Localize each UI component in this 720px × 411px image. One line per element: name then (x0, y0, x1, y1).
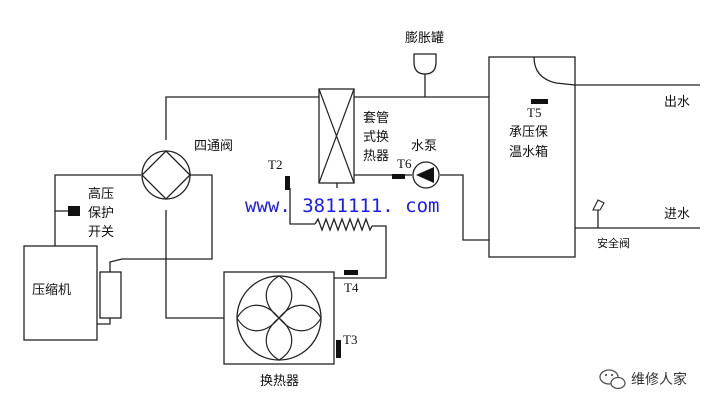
compressor-label: 压缩机 (32, 282, 71, 298)
tank-label-1: 承压保 (509, 125, 548, 140)
sensor-t5-marker (531, 99, 548, 104)
tube-exchanger-label-3: 热器 (363, 149, 389, 164)
tube-exchanger: 套管 式换 热器 (318, 88, 389, 184)
sensor-t6-label: T6 (397, 156, 412, 171)
sensor-t6-marker (392, 174, 405, 179)
brand-text: 维修人家 (631, 371, 687, 388)
sensor-t2-label: T2 (268, 157, 282, 172)
four-way-valve-label: 四通阀 (194, 139, 233, 154)
tube-exchanger-label-1: 套管 (363, 110, 389, 126)
accumulator (99, 271, 122, 319)
pipe-accumulator-to-compressor (97, 318, 111, 325)
water-pump: 水泵 (411, 139, 440, 189)
pressure-switch-label-3: 开关 (88, 225, 114, 240)
safety-valve: 安全阀 (592, 199, 630, 250)
four-way-valve: 四通阀 (141, 139, 233, 200)
sensor-t2-marker (285, 176, 290, 190)
wechat-icon (599, 369, 626, 390)
sensor-t4-marker (344, 270, 358, 275)
watermark-url: www. 3811111. com (245, 195, 439, 217)
piping (54, 74, 700, 325)
pipe-valve-to-exchanger (165, 96, 319, 140)
tube-exchanger-label-2: 式换 (363, 130, 389, 145)
pipe-to-accumulator (109, 258, 166, 272)
expansion-tank: 膨胀罐 (405, 31, 444, 75)
water-out-label: 出水 (664, 95, 690, 110)
water-pump-label: 水泵 (411, 139, 437, 154)
pipe-capillary-left (289, 188, 315, 225)
heat-exchanger-label: 换热器 (260, 374, 299, 389)
pipe-valve-to-compressor (54, 174, 141, 246)
brand: 维修人家 (599, 369, 687, 390)
pipe-pump-to-tank (440, 174, 489, 241)
fin-heat-exchanger: 换热器 (223, 271, 335, 389)
water-in-label: 进水 (664, 207, 690, 222)
sensor-t3-label: T3 (343, 332, 357, 347)
sensor-t4-label: T4 (344, 280, 359, 295)
pipe-valve-to-heat-exchanger (165, 210, 224, 319)
pressure-switch-label-1: 高压 (88, 186, 114, 202)
compressor: 压缩机 (23, 245, 98, 341)
expansion-tank-label: 膨胀罐 (405, 31, 444, 46)
safety-valve-label: 安全阀 (597, 236, 630, 250)
sensor-t3-marker (336, 340, 341, 358)
high-pressure-switch: 高压 保护 开关 (68, 186, 114, 240)
tank-label-2: 温水箱 (509, 144, 548, 160)
pipe-valve-right-loop (166, 174, 213, 260)
pressure-switch-symbol (68, 206, 80, 216)
pipe-capillary-right (334, 225, 387, 279)
pressure-switch-label-2: 保护 (88, 206, 114, 221)
sensor-t5-label: T5 (527, 105, 541, 120)
storage-tank: 承压保 温水箱 (488, 56, 576, 258)
sensors: T2 T3 T4 T5 T6 (268, 99, 548, 358)
capillary-coil (314, 217, 373, 232)
